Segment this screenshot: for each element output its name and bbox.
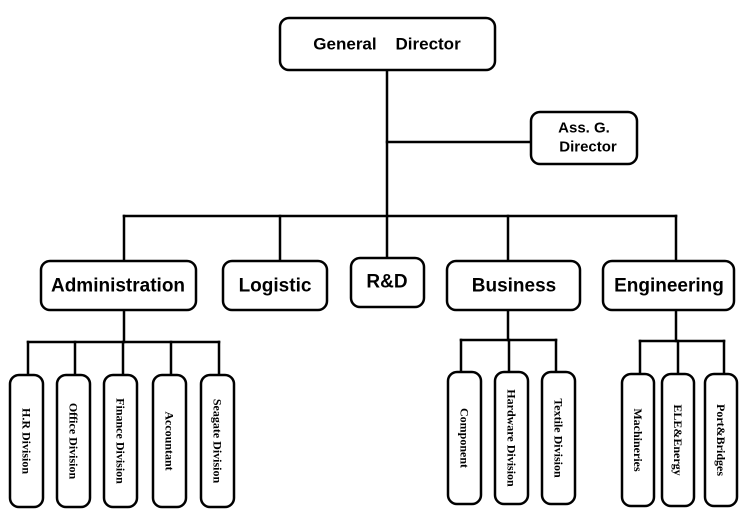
- finance-division-label: Finance Division: [114, 398, 128, 484]
- connector-lines: [26, 68, 726, 377]
- unit-component: Component: [446, 370, 483, 506]
- engineering-box: [601, 259, 736, 312]
- machineries-box: [620, 372, 656, 508]
- department-rnd: R&D: [349, 256, 426, 309]
- unit-office-division: Office Division: [55, 373, 92, 509]
- textile-division-label: Textile Division: [552, 398, 566, 478]
- general-director-node: General Director: [278, 16, 497, 72]
- accountant-label: Accountant: [163, 411, 177, 470]
- ele-energy-label: ELE&Energy: [671, 404, 685, 475]
- unit-accountant: Accountant: [151, 373, 188, 509]
- hr-division-box: [8, 373, 45, 509]
- unit-port-bridges: Port&Bridges: [703, 372, 739, 508]
- unit-hardware-division: Hardware Division: [493, 370, 530, 506]
- seagate-division-box: [199, 373, 236, 509]
- unit-ele-energy: ELE&Energy: [660, 372, 696, 508]
- general-director-box: [278, 16, 497, 72]
- hardware-division-box: [493, 370, 530, 506]
- unit-finance-division: Finance Division: [102, 373, 139, 509]
- assistant-director-node: Ass. G. Director: [529, 110, 639, 166]
- rnd-label: R&D: [366, 272, 407, 293]
- business-box: [445, 259, 582, 312]
- administration-label: Administration: [51, 276, 185, 297]
- office-division-box: [55, 373, 92, 509]
- unit-seagate-division: Seagate Division: [199, 373, 236, 509]
- textile-division-box: [540, 370, 577, 506]
- unit-textile-division: Textile Division: [540, 370, 577, 506]
- unit-machineries: Machineries: [620, 372, 656, 508]
- administration-box: [39, 259, 198, 312]
- department-logistic: Logistic: [221, 259, 329, 312]
- component-box: [446, 370, 483, 506]
- accountant-box: [151, 373, 188, 509]
- department-engineering: Engineering: [601, 259, 736, 312]
- logistic-label: Logistic: [239, 276, 312, 297]
- engineering-label: Engineering: [614, 276, 724, 297]
- rnd-box: [349, 256, 426, 309]
- seagate-division-label: Seagate Division: [211, 399, 225, 484]
- assistant-director-label-line-1: Ass. G.: [558, 120, 610, 137]
- port-bridges-box: [703, 372, 739, 508]
- assistant-director-box: [529, 110, 639, 166]
- component-label: Component: [458, 408, 472, 468]
- unit-hr-division: H.R Division: [8, 373, 45, 509]
- hr-division-label: H.R Division: [20, 408, 34, 474]
- department-business: Business: [445, 259, 582, 312]
- business-label: Business: [472, 276, 556, 297]
- office-division-label: Office Division: [67, 403, 81, 480]
- assistant-director-label-line-2: Director: [559, 139, 617, 156]
- logistic-box: [221, 259, 329, 312]
- hardware-division-label: Hardware Division: [505, 389, 519, 487]
- general-director-label: General Director: [313, 35, 461, 54]
- department-administration: Administration: [39, 259, 198, 312]
- machineries-label: Machineries: [631, 408, 645, 472]
- port-bridges-label: Port&Bridges: [714, 404, 728, 476]
- finance-division-box: [102, 373, 139, 509]
- ele-energy-box: [660, 372, 696, 508]
